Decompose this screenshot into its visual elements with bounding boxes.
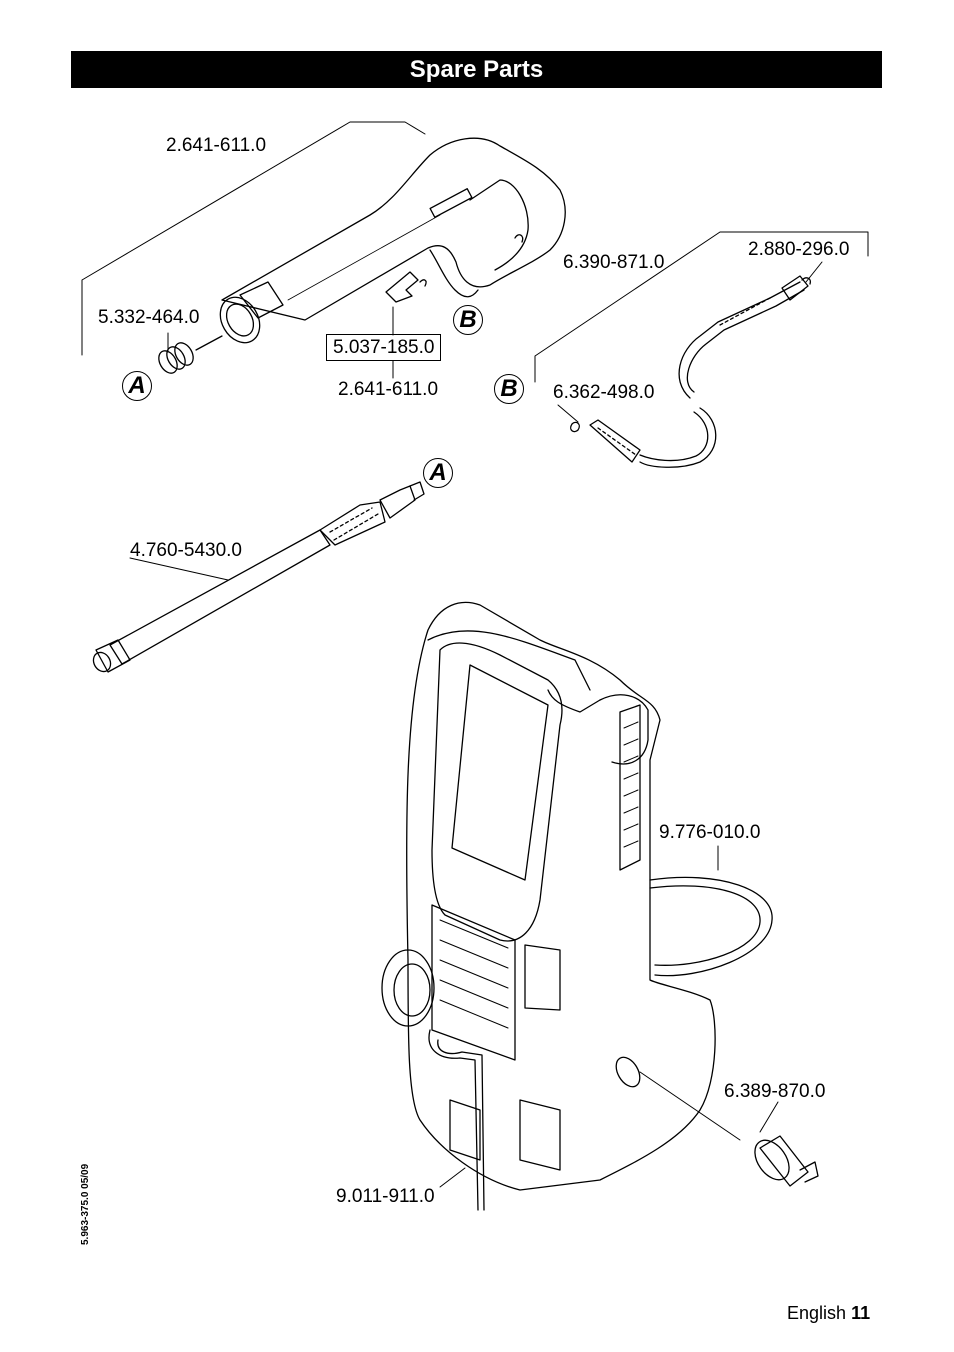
- page-title-bar: Spare Parts: [71, 51, 882, 88]
- part-label-lance: 4.760-5430.0: [130, 540, 242, 561]
- power-cable: [649, 876, 773, 977]
- page-number: 11: [851, 1303, 871, 1323]
- part-label-connector: 6.389-870.0: [724, 1081, 826, 1102]
- callout-a-gun: A: [122, 371, 152, 401]
- part-label-nozzle-oring: 6.362-498.0: [553, 382, 655, 403]
- document-id: 5.963-375.0 05/09: [80, 1163, 91, 1245]
- callout-b-gun: B: [453, 305, 483, 335]
- part-label-hook: 9.011-911.0: [336, 1186, 435, 1207]
- leader-lines: [81, 121, 869, 1188]
- lance-part: [92, 481, 425, 673]
- page-footer: English 11: [787, 1303, 870, 1324]
- part-label-hose-oring: 2.880-296.0: [748, 239, 850, 260]
- water-connector: [615, 1056, 819, 1187]
- part-label-cable: 9.776-010.0: [659, 822, 761, 843]
- part-label-gun-top: 2.641-611.0: [166, 135, 267, 156]
- spring-part: [158, 335, 223, 374]
- machine-body: [381, 601, 716, 1211]
- footer-language: English: [787, 1303, 847, 1323]
- clip-part: [385, 271, 427, 303]
- part-label-clip: 5.037-185.0: [326, 334, 442, 361]
- callout-a-lance: A: [423, 458, 453, 488]
- hose-part: [570, 275, 812, 468]
- page-title: Spare Parts: [409, 55, 544, 83]
- part-label-gun-bottom: 2.641-611.0: [338, 379, 439, 400]
- part-label-spring: 5.332-464.0: [98, 307, 200, 328]
- part-label-hose: 6.390-871.0: [563, 252, 665, 273]
- spray-gun: [219, 137, 566, 344]
- callout-b-hose: B: [494, 374, 524, 404]
